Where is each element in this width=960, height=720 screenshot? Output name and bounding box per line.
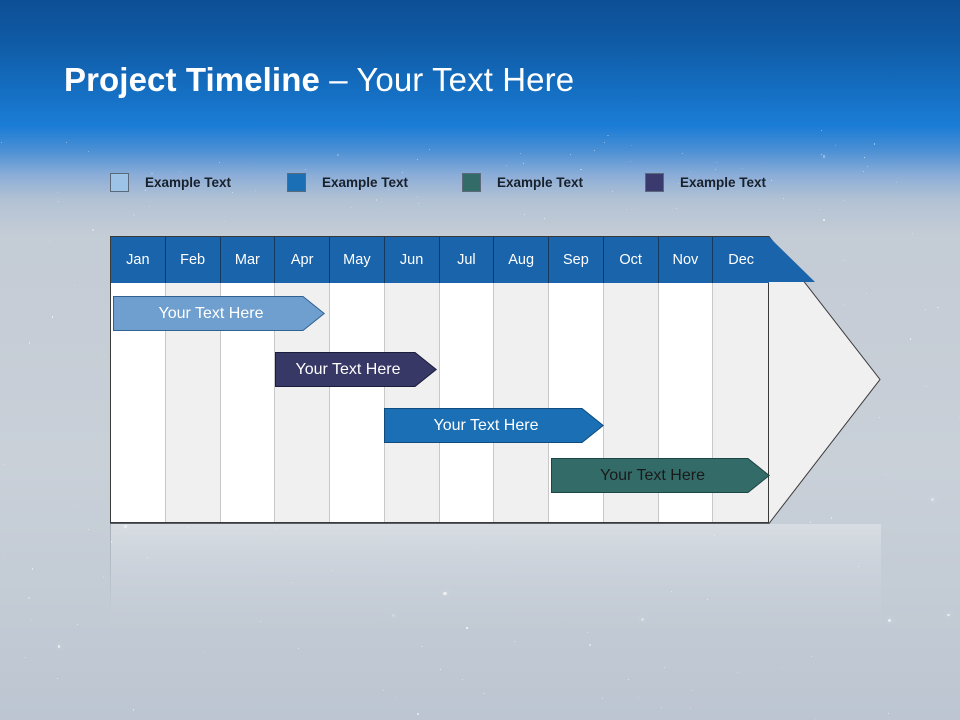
task-bar-label: Your Text Here [295,360,401,378]
timeline-column-aug: Aug [494,237,549,522]
task-bar-3[interactable]: Your Text Here [384,408,604,443]
page-title: Project Timeline – Your Text Here [64,58,574,102]
month-header-aug[interactable]: Aug [494,237,549,283]
month-header-oct[interactable]: Oct [603,237,659,283]
month-header-jun[interactable]: Jun [384,237,440,283]
legend-item[interactable]: Example Text [645,170,766,194]
legend-label: Example Text [680,174,767,190]
legend-swatch-icon [287,172,306,192]
legend: Example Text Example Text Example Text E… [110,170,900,196]
board-bottom-edge [110,523,769,524]
month-header-feb[interactable]: Feb [165,237,221,283]
legend-label: Example Text [497,174,584,190]
legend-swatch-icon [645,172,664,192]
board-reflection [110,524,881,634]
page-title-strong: Project Timeline [64,61,320,98]
legend-label: Example Text [145,174,232,190]
month-header-nov[interactable]: Nov [658,237,714,283]
timeline-column-mar: Mar [220,237,276,522]
board-reflection-left-edge [110,524,111,616]
task-bar-shape [275,352,437,387]
legend-item[interactable]: Example Text [110,170,231,194]
month-header-mar[interactable]: Mar [220,237,276,283]
task-bar-shape [113,296,325,331]
task-bar-label: Your Text Here [433,416,539,434]
month-header-dec[interactable]: Dec [713,237,769,283]
month-header-jul[interactable]: Jul [439,237,495,283]
task-bar-shape [384,408,604,443]
task-bar-4[interactable]: Your Text Here [551,458,770,493]
task-bar-1[interactable]: Your Text Here [113,296,325,331]
month-header-jan[interactable]: Jan [111,237,166,283]
task-bar-label: Your Text Here [600,466,705,484]
task-bar-2[interactable]: Your Text Here [275,352,437,387]
legend-swatch-icon [110,172,129,192]
timeline-column-jan: Jan [111,237,166,522]
timeline-column-jul: Jul [439,237,495,522]
task-bar-shape [551,458,770,493]
month-header-apr[interactable]: Apr [275,237,330,283]
legend-item[interactable]: Example Text [287,170,408,194]
task-bar-label: Your Text Here [158,304,264,322]
month-header-may[interactable]: May [330,237,385,283]
page-title-light: – Your Text Here [319,61,575,98]
month-header-sep[interactable]: Sep [549,237,604,283]
legend-item[interactable]: Example Text [462,170,583,194]
month-header-arrow-cap [769,237,815,282]
legend-label: Example Text [322,174,409,190]
timeline-column-feb: Feb [165,237,221,522]
legend-swatch-icon [462,172,481,192]
